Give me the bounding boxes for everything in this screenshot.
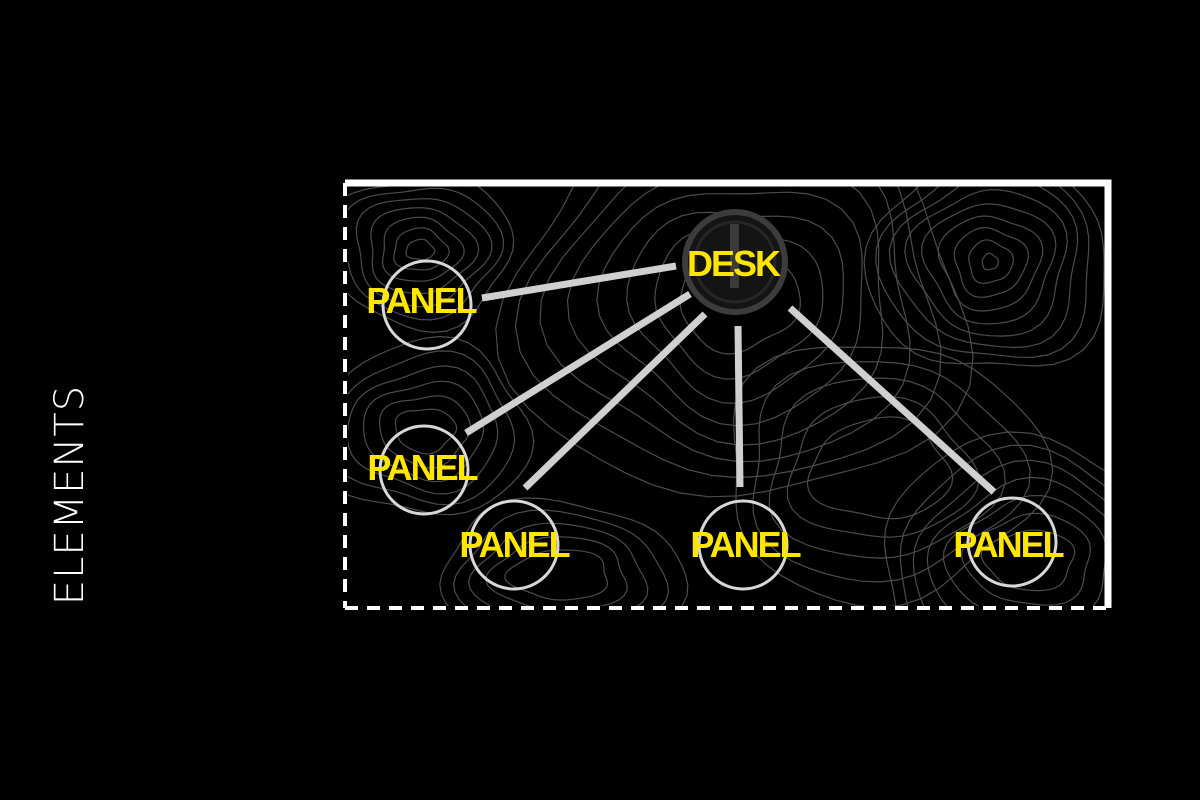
contour-line [942,494,1106,606]
link-desk-panel-2 [464,291,692,436]
panel-circle [697,499,789,591]
contour-line [363,380,485,483]
contour-line [953,226,1030,298]
contour-line [937,215,1044,312]
contour-line [875,186,1090,359]
contour-lines [348,186,1106,606]
contour-line [752,361,1031,583]
contour-line [596,191,863,427]
contour-line [981,252,999,271]
panel-node-4: PANEL [690,499,803,591]
desk-marker [730,224,739,288]
contour-line [495,186,974,498]
contour-line [405,238,436,261]
contour-line [378,395,472,469]
contour-line [370,207,480,295]
panel-node-5: PANEL [953,496,1066,588]
desk-label: DESK [687,243,781,284]
panel-node-1: PANEL [366,259,479,351]
contour-line [883,431,1106,606]
contour-line [926,476,1106,606]
panel-circle [378,424,470,516]
contour-line [960,512,1092,606]
link-desk-panel-5 [787,305,997,495]
panel-label: PANEL [367,447,477,488]
contour-line [348,335,535,516]
panel-node-3: PANEL [459,499,572,591]
panel-label: PANEL [953,524,1063,565]
contour-line [888,186,1079,349]
contour-line [514,186,942,479]
contour-line [394,408,458,455]
contour-line [768,377,1006,559]
panel-circle [468,499,560,591]
desk-inner-ring [693,220,777,304]
contour-line [348,187,505,321]
panel-circle [966,496,1058,588]
contour-line [393,227,450,271]
contour-line [381,216,465,282]
link-desk-panel-3 [522,311,708,491]
boundary-solid [345,179,1112,608]
desk-hub: DESK [682,209,788,315]
contour-line [626,211,845,405]
contour-line [504,549,609,601]
panel-label: PANEL [366,280,476,321]
contour-line [467,522,649,606]
panel-label: PANEL [690,524,800,565]
link-desk-panel-4 [734,325,744,488]
contour-line [786,396,980,538]
contour-line [439,497,689,606]
contour-line [920,203,1057,325]
panel-label: PANEL [459,524,569,565]
contour-line [355,198,493,308]
contour-line [453,509,670,606]
site-boundary [343,179,1112,610]
contour-line [539,186,911,463]
contour-line [863,186,1105,367]
contour-line [899,444,1106,606]
contour-line [904,189,1068,337]
panel-node-2: PANEL [367,424,480,516]
contour-line [980,529,1076,592]
contour-line [485,536,628,606]
contour-line [348,350,516,506]
contour-line [968,239,1015,285]
contour-line [566,186,884,446]
panel-circle [381,259,473,351]
connector-lines [464,262,997,495]
contour-line [912,459,1106,606]
link-desk-panel-1 [481,262,677,302]
